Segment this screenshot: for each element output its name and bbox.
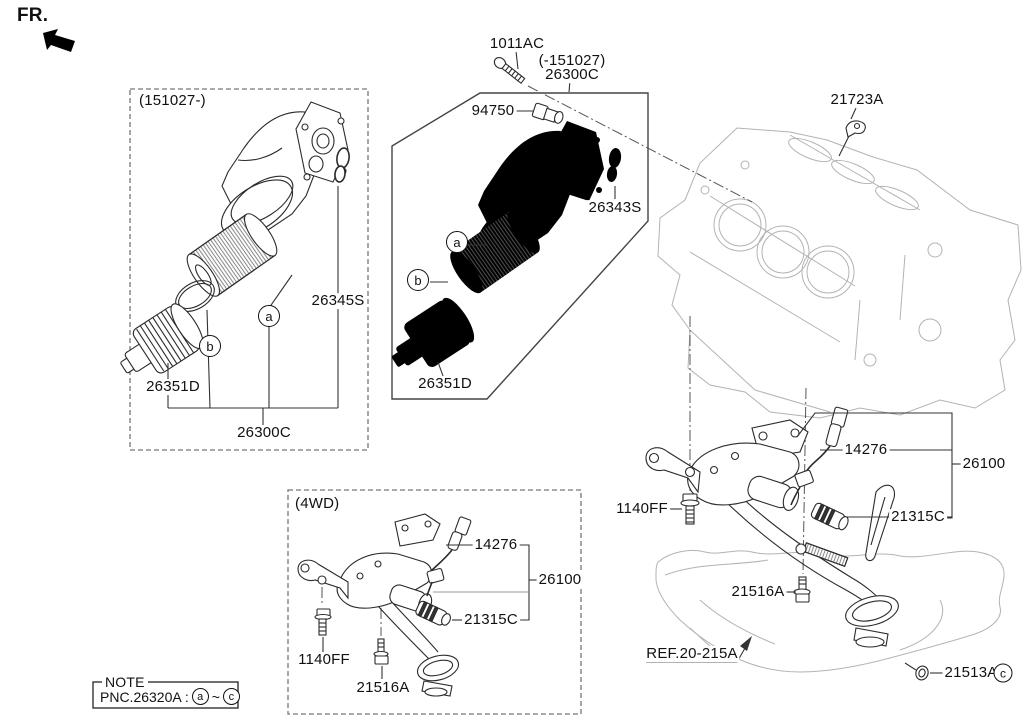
part-label-21723a: 21723A [828, 91, 886, 109]
part-label-21315c-awd: 21315C [462, 611, 520, 629]
part-label-94750: 94750 [469, 102, 517, 120]
part-label-26351d-left: 26351D [144, 378, 202, 396]
part-label-21516a-right: 21516A [729, 583, 787, 601]
awd-oil-pump-assembly-drawing [297, 513, 472, 697]
washer-21513a-drawing [915, 665, 929, 681]
awd-box-border [287, 489, 582, 715]
fr-direction-arrow-icon [43, 29, 75, 52]
ref-arrowhead [740, 636, 752, 651]
part-label-21516a-awd: 21516A [354, 679, 412, 697]
note-callout-a: a [191, 688, 209, 705]
left-box-border [129, 88, 369, 451]
part-label-1140ff-right: 1140FF [614, 500, 670, 518]
oil-pan-drawing [655, 549, 1005, 673]
note-callout-c: c [222, 688, 240, 705]
oil-pump-assembly-drawing [645, 406, 929, 681]
callout-a-left: a [258, 305, 280, 327]
note-pnc-row: PNC.26320A : a ~ c [100, 688, 240, 705]
part-label-26100-right: 26100 [960, 455, 1008, 473]
oil-filter-housing-drawing [221, 101, 349, 237]
middle-box-leader-lines [430, 50, 857, 377]
engine-block-drawing [657, 127, 1022, 419]
part-label-21513a: 21513A [942, 664, 1000, 682]
part-label-14276-awd: 14276 [472, 536, 520, 554]
part-label-1011ac: 1011AC [487, 35, 547, 53]
part-label-26300c-left: 26300C [235, 424, 293, 442]
callout-b-left: b [199, 335, 221, 357]
part-label-1140ff-awd: 1140FF [296, 651, 352, 669]
part-label-26351d-middle: 26351D [416, 375, 474, 393]
bolt-1140ff-drawing [680, 493, 700, 525]
left-box-title: (151027-) [137, 92, 208, 109]
valve-21315c-drawing [810, 502, 849, 531]
oil-filter-element-drawing [186, 213, 278, 297]
part-label-26100-awd: 26100 [536, 571, 584, 589]
note-title: NOTE [102, 675, 148, 690]
part-label-14276-right: 14276 [842, 441, 890, 459]
part-label-26300c-middle: 26300C [543, 66, 601, 84]
plug-21723a-drawing [845, 120, 866, 138]
callout-b-middle: b [407, 269, 429, 291]
bolt-21516a-drawing [793, 576, 811, 603]
note-range-separator: ~ [211, 688, 220, 705]
ref-label: REF.20-215A [644, 645, 740, 663]
awd-box-title: (4WD) [293, 495, 342, 512]
bolt-1011ac-drawing [493, 57, 526, 84]
middle-box-range-label: (-151027) [536, 52, 608, 70]
part-label-26343s: 26343S [586, 199, 644, 217]
part-label-26345s: 26345S [309, 292, 367, 310]
gasket-drawing [334, 147, 350, 183]
oil-filter-cap-drawing [120, 303, 204, 374]
callout-c: c [993, 663, 1013, 683]
callout-a-middle: a [446, 231, 468, 253]
sensor-94750-drawing [531, 102, 564, 124]
part-label-21315c-right: 21315C [889, 508, 947, 526]
awd-leader-lines [322, 544, 538, 679]
note-pnc-label: PNC.26320A : [100, 688, 189, 705]
middle-box-border [391, 92, 649, 400]
right-leader-lines [646, 412, 962, 674]
fr-direction-label: FR. [17, 5, 49, 26]
